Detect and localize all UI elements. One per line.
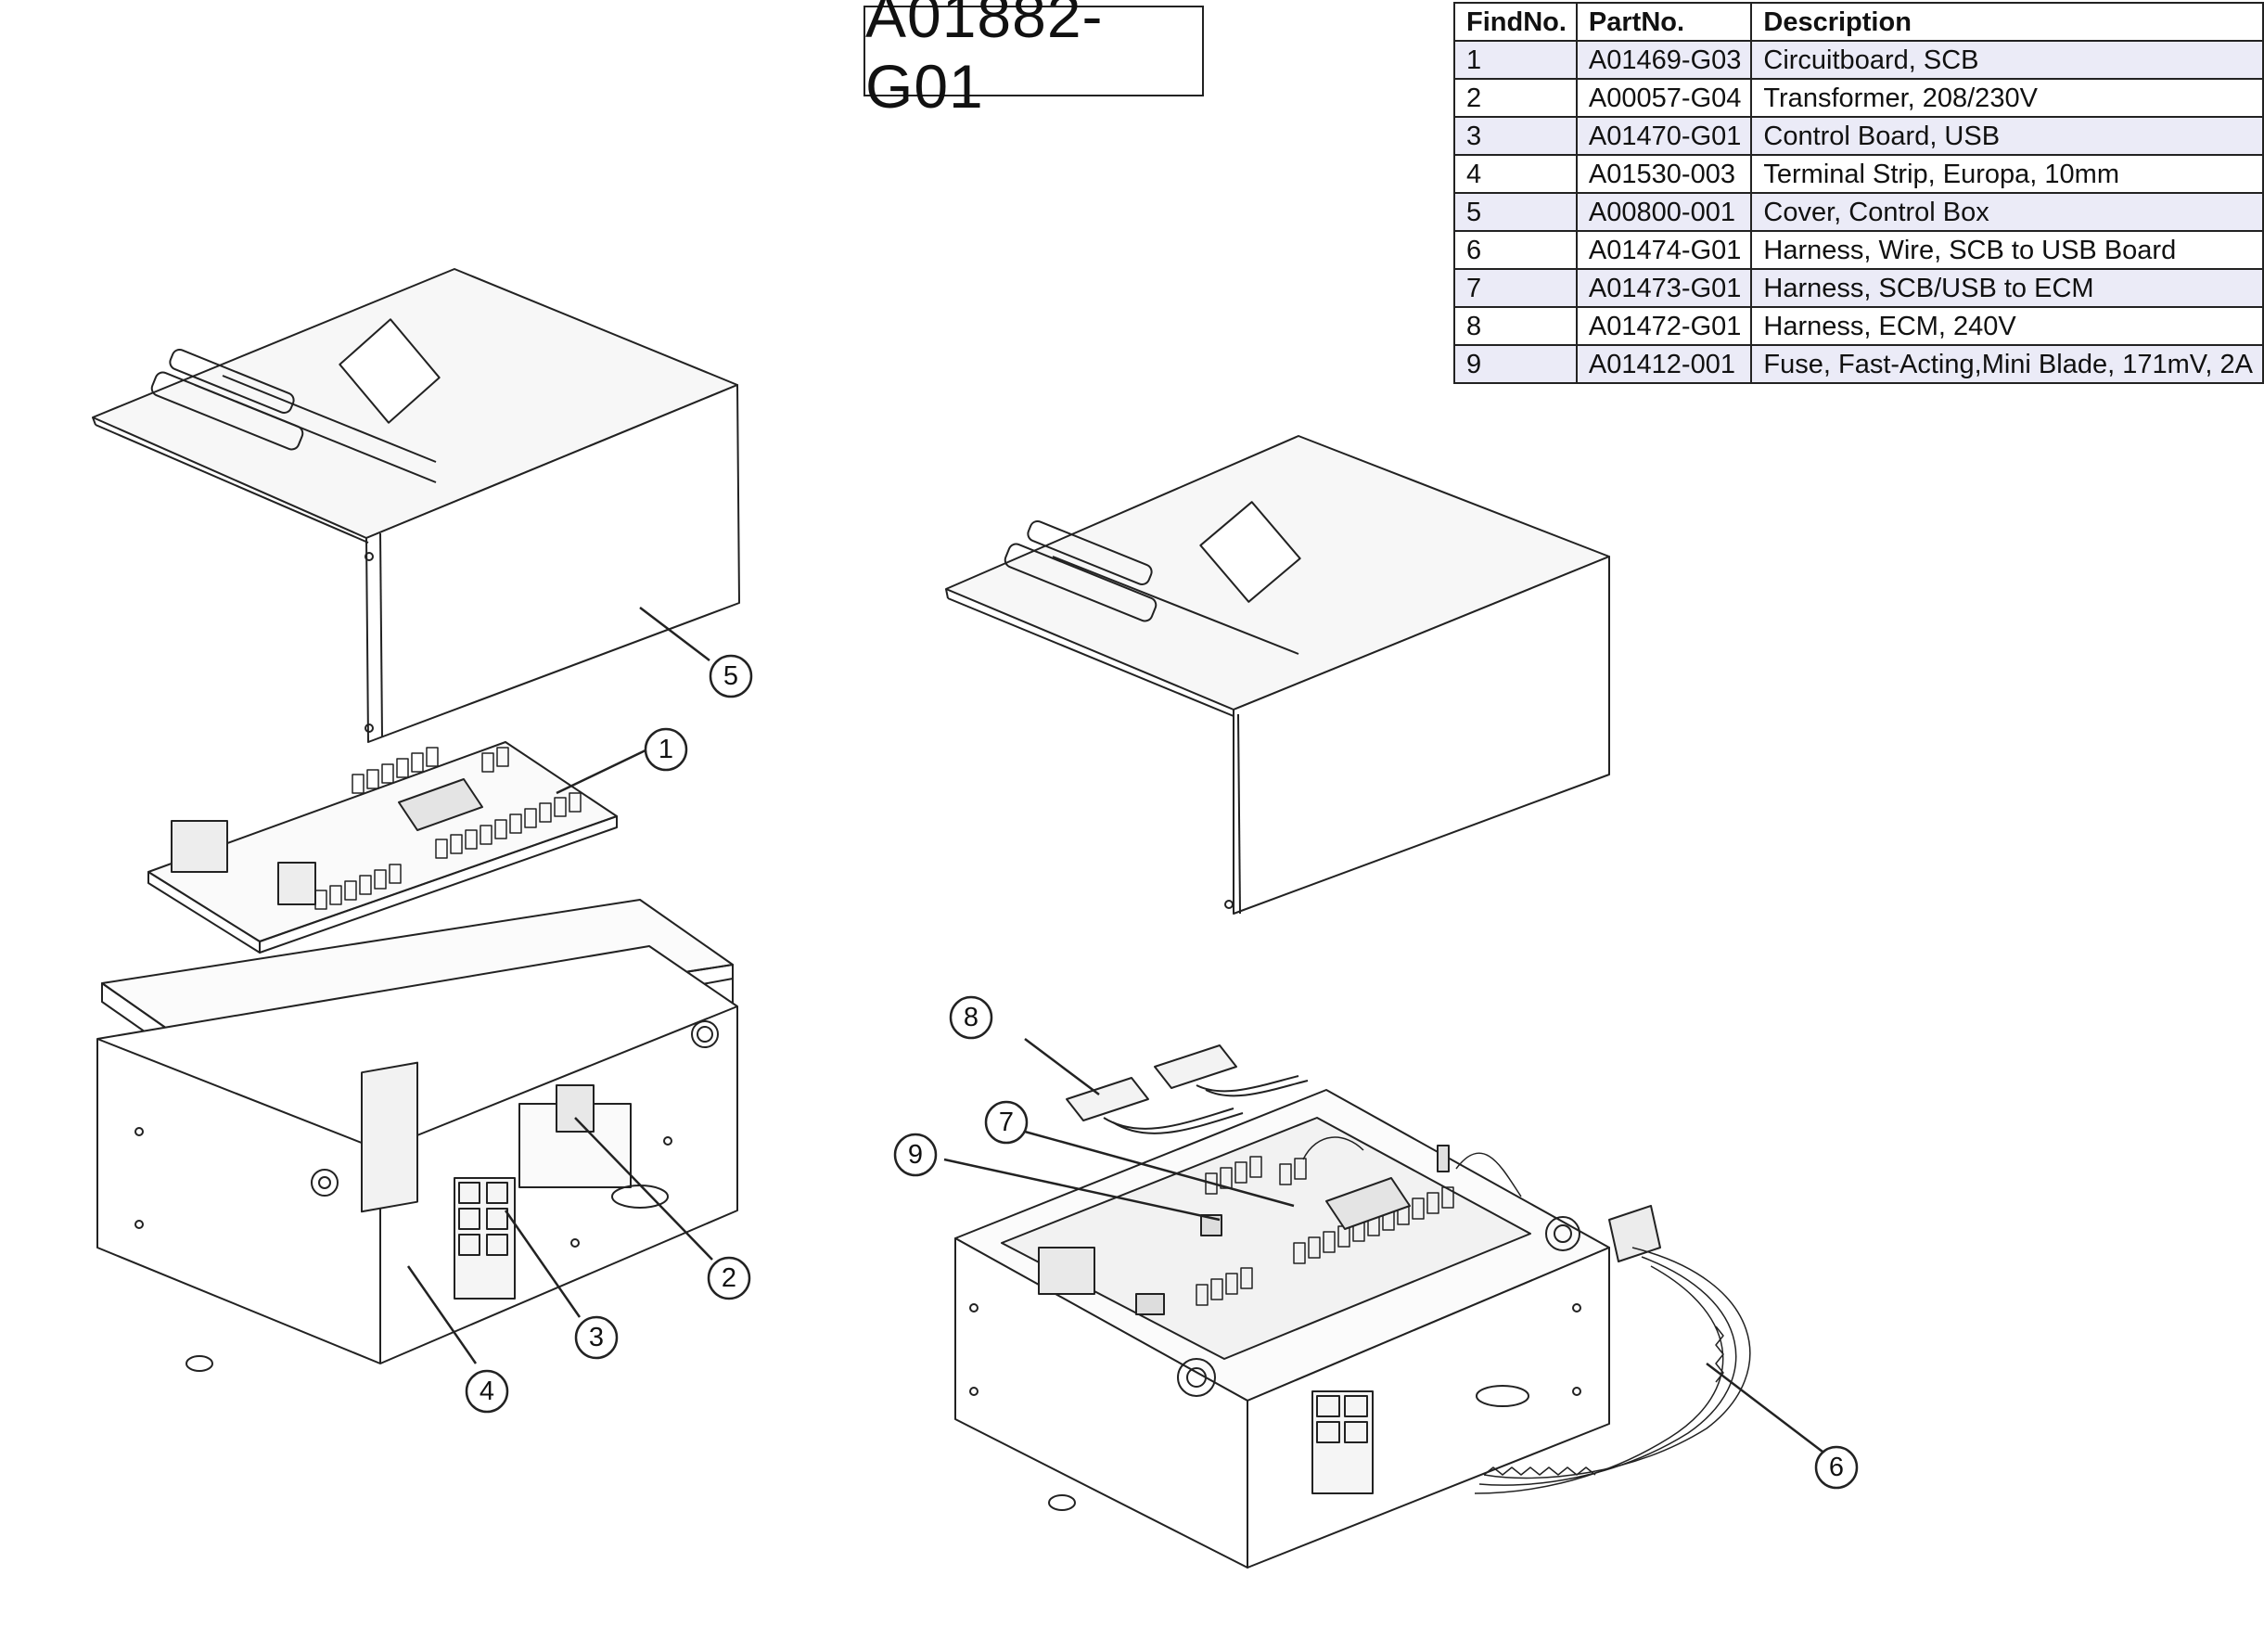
table-header-row: FindNo. PartNo. Description xyxy=(1453,2,2264,42)
part-no-cell: A00800-001 xyxy=(1575,192,1753,232)
callout-7: 7 xyxy=(984,1100,1029,1145)
description-cell: Harness, Wire, SCB to USB Board xyxy=(1750,230,2264,270)
chassis-exploded xyxy=(96,899,738,1372)
callout-5-label: 5 xyxy=(723,661,738,691)
find-no-cell: 1 xyxy=(1453,40,1578,80)
description-cell: Control Board, USB xyxy=(1750,116,2264,156)
callout-3: 3 xyxy=(574,1315,619,1360)
find-no-cell: 6 xyxy=(1453,230,1578,270)
callout-2: 2 xyxy=(707,1256,751,1300)
part-no-cell: A01469-G03 xyxy=(1575,40,1753,80)
control-box-assembled xyxy=(954,1089,1610,1569)
cover-control-box-exploded xyxy=(92,268,740,743)
harness-wire-scb-usb xyxy=(1474,1205,1751,1494)
callout-3-label: 3 xyxy=(589,1323,604,1352)
description-cell: Fuse, Fast-Acting,Mini Blade, 171mV, 2A xyxy=(1750,344,2264,384)
leader-lines xyxy=(406,607,1823,1453)
part-no-cell: A01472-G01 xyxy=(1575,306,1753,346)
callout-9: 9 xyxy=(893,1133,938,1177)
callout-1: 1 xyxy=(644,727,688,772)
part-no-cell: A01470-G01 xyxy=(1575,116,1753,156)
part-no-cell: A00057-G04 xyxy=(1575,78,1753,118)
callout-8: 8 xyxy=(949,995,993,1040)
find-no-cell: 9 xyxy=(1453,344,1578,384)
find-no-cell: 5 xyxy=(1453,192,1578,232)
callout-9-label: 9 xyxy=(908,1140,923,1170)
callout-5: 5 xyxy=(709,654,753,698)
header-find-no: FindNo. xyxy=(1453,2,1578,42)
description-cell: Circuitboard, SCB xyxy=(1750,40,2264,80)
find-no-cell: 3 xyxy=(1453,116,1578,156)
part-no-cell: A01473-G01 xyxy=(1575,268,1753,308)
callout-6-label: 6 xyxy=(1829,1453,1844,1482)
part-no-cell: A01412-001 xyxy=(1575,344,1753,384)
callout-6: 6 xyxy=(1814,1445,1859,1490)
harness-scb-usb-ecm xyxy=(1302,1136,1522,1197)
description-cell: Transformer, 208/230V xyxy=(1750,78,2264,118)
circuitboard-scb-exploded xyxy=(147,741,618,954)
header-description: Description xyxy=(1750,2,2264,42)
find-no-cell: 2 xyxy=(1453,78,1578,118)
callout-4-label: 4 xyxy=(480,1377,494,1406)
description-cell: Cover, Control Box xyxy=(1750,192,2264,232)
description-cell: Harness, ECM, 240V xyxy=(1750,306,2264,346)
find-no-cell: 7 xyxy=(1453,268,1578,308)
header-part-no: PartNo. xyxy=(1575,2,1753,42)
callout-4: 4 xyxy=(465,1369,509,1414)
cover-control-box-assembled xyxy=(945,435,1610,915)
find-no-cell: 4 xyxy=(1453,154,1578,194)
description-cell: Terminal Strip, Europa, 10mm xyxy=(1750,154,2264,194)
callout-7-label: 7 xyxy=(999,1108,1014,1137)
find-no-cell: 8 xyxy=(1453,306,1578,346)
callout-1-label: 1 xyxy=(659,735,673,764)
harness-ecm-connectors xyxy=(1066,1044,1309,1134)
description-cell: Harness, SCB/USB to ECM xyxy=(1750,268,2264,308)
part-no-cell: A01530-003 xyxy=(1575,154,1753,194)
callout-2-label: 2 xyxy=(722,1263,736,1293)
callout-8-label: 8 xyxy=(964,1003,979,1032)
part-no-cell: A01474-G01 xyxy=(1575,230,1753,270)
